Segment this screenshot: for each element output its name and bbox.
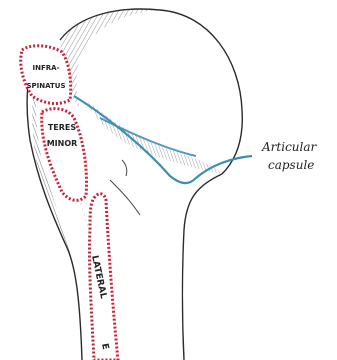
teres-minor-label-2: MINOR — [47, 139, 78, 148]
articular-label-line1: Articular — [262, 138, 336, 156]
articular-capsule-label: Articular capsule — [262, 138, 336, 174]
articular-label-line2: capsule — [262, 156, 336, 174]
infraspinatus-label-2: SPINATUS — [26, 82, 65, 90]
infraspinatus-outline — [21, 46, 71, 104]
teres-minor-label-1: TERES — [48, 123, 77, 132]
infraspinatus-label-1: INFRA- — [33, 64, 60, 72]
